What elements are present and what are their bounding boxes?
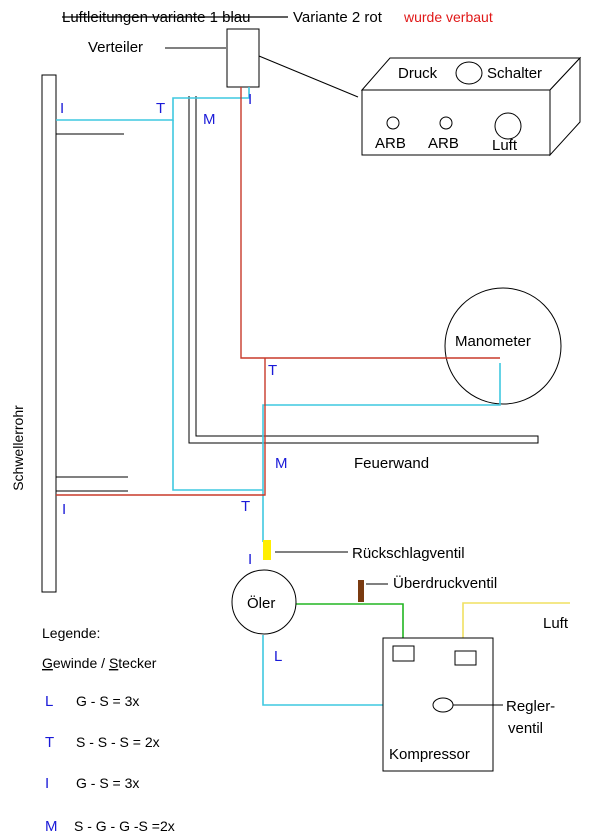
tag-m: M: [275, 455, 288, 472]
legend-title: Legende:: [42, 625, 100, 641]
green-air-line: [296, 603, 404, 646]
legend-key-t: T: [45, 734, 54, 751]
yellow-inlet-line: [462, 602, 570, 651]
ueberdruckventil-label: Überdruckventil: [393, 574, 497, 592]
arb-switch-2: [439, 116, 453, 130]
verteiler-label: Verteiler: [88, 39, 143, 56]
pressure-switch-knob: [455, 61, 483, 85]
arb-switch-1: [386, 116, 400, 130]
legend-row-t: S - S - S = 2x: [76, 734, 160, 750]
legend-key-l: L: [45, 693, 53, 710]
switch-luft-label: Luft: [492, 137, 518, 154]
verteiler-switch-link: [258, 55, 359, 98]
legend-subtitle: Gewinde / Stecker: [42, 655, 157, 671]
kompressor-port-right: [454, 650, 477, 666]
red-air-lines: [56, 87, 500, 496]
tag-i: I: [60, 100, 64, 117]
reglerventil-label-line1: Regler-: [506, 698, 555, 715]
rueckschlagventil-valve: [263, 540, 271, 560]
air-switch: [494, 112, 522, 140]
manometer-gauge: [444, 287, 562, 405]
tag-t: T: [241, 498, 250, 515]
luft-inlet-label: Luft: [543, 615, 569, 632]
schwellerrohr-tube: [41, 74, 57, 593]
legend-key-i: I: [45, 775, 49, 792]
oeler-label: Öler: [247, 594, 275, 612]
reglerventil-valve: [432, 697, 454, 713]
legend-row-i: G - S = 3x: [76, 775, 139, 791]
legend-subtitle-g: G: [42, 655, 53, 671]
switch-arb1-label: ARB: [375, 135, 406, 152]
tag-i: I: [248, 551, 252, 568]
feuerwand-label: Feuerwand: [354, 455, 429, 472]
tag-t: T: [156, 100, 165, 117]
tag-i: I: [62, 501, 66, 518]
legend-key-m: M: [45, 818, 58, 835]
legend-subtitle-mid: ewinde /: [53, 655, 109, 671]
kompressor-port-left: [392, 645, 415, 662]
header-variant2-text: Variante 2 rot: [293, 9, 383, 26]
switch-arb2-label: ARB: [428, 135, 459, 152]
switch-druck-label: Druck: [398, 65, 438, 82]
legend-subtitle-end: tecker: [118, 655, 156, 671]
manometer-label: Manometer: [455, 333, 531, 350]
tag-i: I: [248, 91, 252, 108]
ueberdruckventil-valve: [358, 580, 364, 602]
tag-m: M: [203, 111, 216, 128]
legend-subtitle-s: S: [109, 655, 118, 671]
verteiler-block: [226, 28, 260, 88]
legend: Legende: Gewinde / Stecker L G - S = 3x …: [42, 625, 175, 835]
schwellerrohr-label: Schwellerrohr: [10, 405, 26, 491]
blue-air-lines: [56, 87, 501, 706]
tag-l: L: [274, 648, 282, 665]
header-built-text: wurde verbaut: [403, 9, 493, 25]
rueckschlagventil-label: Rückschlagventil: [352, 545, 465, 562]
tag-t: T: [268, 362, 277, 379]
legend-row-m: S - G - G -S =2x: [74, 818, 175, 834]
switch-schalter-label: Schalter: [487, 65, 542, 82]
oeler-oiler: [231, 569, 297, 635]
legend-row-l: G - S = 3x: [76, 693, 139, 709]
tube-stubs: [56, 119, 128, 492]
reglerventil-label-line2: ventil: [508, 720, 543, 737]
kompressor-label: Kompressor: [389, 746, 470, 763]
feuerwand-wall: [188, 96, 539, 444]
